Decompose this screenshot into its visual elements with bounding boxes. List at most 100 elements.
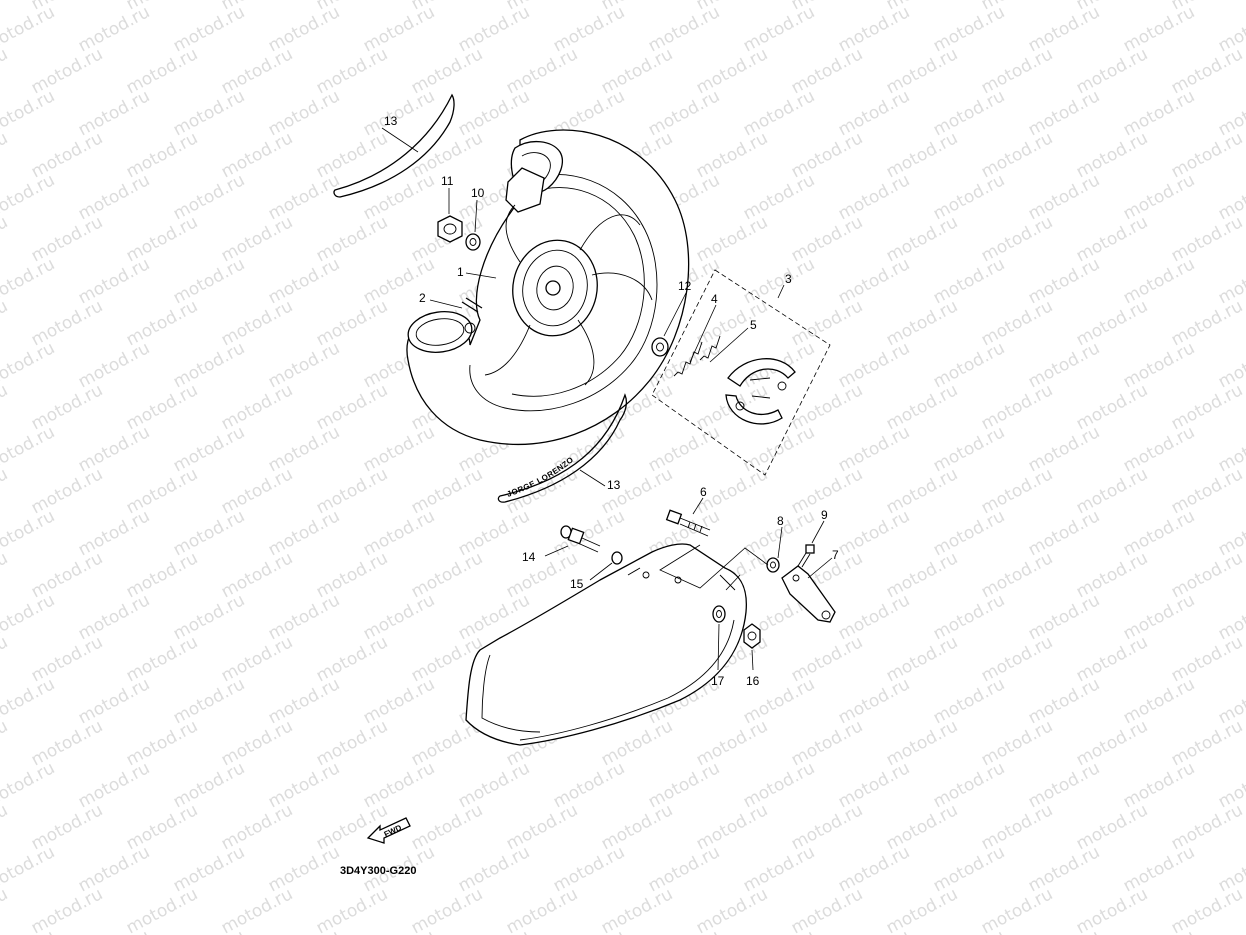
- watermark-text: motod.ru: [360, 2, 438, 56]
- watermark-text: motod.ru: [740, 842, 818, 896]
- watermark-text: motod.ru: [265, 758, 343, 812]
- watermark-text: motod.ru: [75, 254, 153, 308]
- watermark-text: motod.ru: [170, 674, 248, 728]
- watermark-text: motod.ru: [835, 506, 913, 560]
- watermark-text: motod.ru: [645, 926, 723, 935]
- watermark-text: motod.ru: [1120, 506, 1198, 560]
- watermark-text: motod.ru: [0, 590, 58, 644]
- watermark-text: motod.ru: [0, 338, 58, 392]
- watermark-text: motod.ru: [930, 170, 1008, 224]
- watermark-text: motod.ru: [1120, 254, 1198, 308]
- watermark-text: motod.ru: [265, 422, 343, 476]
- watermark-text: motod.ru: [1073, 884, 1151, 935]
- watermark-text: motod.ru: [930, 86, 1008, 140]
- watermark-text: motod.ru: [75, 338, 153, 392]
- watermark-text: motod.ru: [0, 296, 11, 350]
- watermark-text: motod.ru: [0, 926, 58, 935]
- watermark-text: motod.ru: [0, 86, 58, 140]
- watermark-text: motod.ru: [835, 338, 913, 392]
- watermark-text: motod.ru: [265, 254, 343, 308]
- watermark-text: motod.ru: [265, 842, 343, 896]
- watermark-text: motod.ru: [360, 590, 438, 644]
- watermark-text: motod.ru: [930, 674, 1008, 728]
- callout-10: 10: [471, 186, 485, 200]
- spring-4: [673, 335, 721, 377]
- watermark-text: motod.ru: [360, 254, 438, 308]
- watermark-text: motod.ru: [835, 842, 913, 896]
- watermark-text: motod.ru: [1025, 254, 1103, 308]
- watermark-text: motod.ru: [1120, 170, 1198, 224]
- watermark-text: motod.ru: [0, 464, 11, 518]
- watermark-text: motod.ru: [0, 884, 11, 935]
- watermark-text: motod.ru: [835, 170, 913, 224]
- watermark-text: motod.ru: [75, 506, 153, 560]
- callout-4: 4: [711, 292, 718, 306]
- washer-12: [651, 337, 669, 357]
- watermark-text: motod.ru: [0, 0, 11, 14]
- callout-8: 8: [777, 514, 784, 528]
- watermark-text: motod.ru: [455, 842, 533, 896]
- leader-lines: [381, 127, 833, 671]
- callout-numbers: 13 11 10 1 2 12 4 5 3 13 6 8 9 7 14 15 1…: [384, 114, 839, 688]
- watermark-text: motod.ru: [1025, 338, 1103, 392]
- washer-8: [766, 557, 780, 573]
- watermark-text: motod.ru: [455, 758, 533, 812]
- watermark-text: motod.ru: [0, 170, 58, 224]
- watermark-text: motod.ru: [930, 758, 1008, 812]
- watermark-text: motod.ru: [930, 338, 1008, 392]
- watermark-text: motod.ru: [265, 506, 343, 560]
- watermark-text: motod.ru: [170, 506, 248, 560]
- watermark-text: motod.ru: [1120, 842, 1198, 896]
- watermark-text: motod.ru: [75, 926, 153, 935]
- crankcase-cover: [465, 543, 748, 746]
- brake-shoe-kit-box: [651, 269, 831, 476]
- watermark-text: motod.ru: [645, 86, 723, 140]
- watermark-text: motod.ru: [930, 254, 1008, 308]
- watermark-text: motod.ru: [835, 422, 913, 476]
- watermark-text: motod.ru: [170, 758, 248, 812]
- watermark-text: motod.ru: [930, 2, 1008, 56]
- watermark-text: motod.ru: [1025, 506, 1103, 560]
- watermark-text: motod.ru: [1120, 926, 1198, 935]
- watermark-text: motod.ru: [360, 926, 438, 935]
- watermark-text: motod.ru: [1120, 86, 1198, 140]
- watermark-text: motod.ru: [360, 758, 438, 812]
- watermark-text: motod.ru: [503, 884, 581, 935]
- bolt-9: [797, 544, 815, 568]
- watermark-text: motod.ru: [1025, 86, 1103, 140]
- washer-10: [465, 233, 481, 251]
- washer-17: [712, 605, 726, 623]
- watermark-text: motod.ru: [835, 758, 913, 812]
- watermark-text: motod.ru: [75, 86, 153, 140]
- watermark-text: motod.ru: [170, 926, 248, 935]
- decal-upper: [333, 93, 455, 198]
- watermark-text: motod.ru: [360, 506, 438, 560]
- callout-1: 1: [457, 265, 464, 279]
- watermark-text: motod.ru: [360, 422, 438, 476]
- bolt-6: [665, 509, 711, 537]
- watermark-text: motod.ru: [1168, 884, 1246, 935]
- watermark-text: motod.ru: [1025, 422, 1103, 476]
- rear-wheel: [406, 129, 690, 445]
- watermark-text: motod.ru: [550, 926, 628, 935]
- watermark-text: motod.ru: [930, 590, 1008, 644]
- watermark-text: motod.ru: [265, 674, 343, 728]
- watermark-text: motod.ru: [170, 170, 248, 224]
- watermark-text: motod.ru: [170, 86, 248, 140]
- watermark-text: motod.ru: [740, 926, 818, 935]
- watermark-text: motod.ru: [0, 632, 11, 686]
- watermark-text: motod.ru: [645, 758, 723, 812]
- callout-7: 7: [832, 548, 839, 562]
- watermark-text: motod.ru: [930, 842, 1008, 896]
- watermark-text: motod.ru: [455, 2, 533, 56]
- callout-15: 15: [570, 577, 584, 591]
- fwd-label: FWD: [383, 823, 404, 839]
- callout-3: 3: [785, 272, 792, 286]
- watermark-text: motod.ru: [455, 86, 533, 140]
- watermark-text: motod.ru: [0, 2, 58, 56]
- watermark-text: motod.ru: [645, 842, 723, 896]
- watermark-text: motod.ru: [265, 590, 343, 644]
- callout-17: 17: [711, 674, 725, 688]
